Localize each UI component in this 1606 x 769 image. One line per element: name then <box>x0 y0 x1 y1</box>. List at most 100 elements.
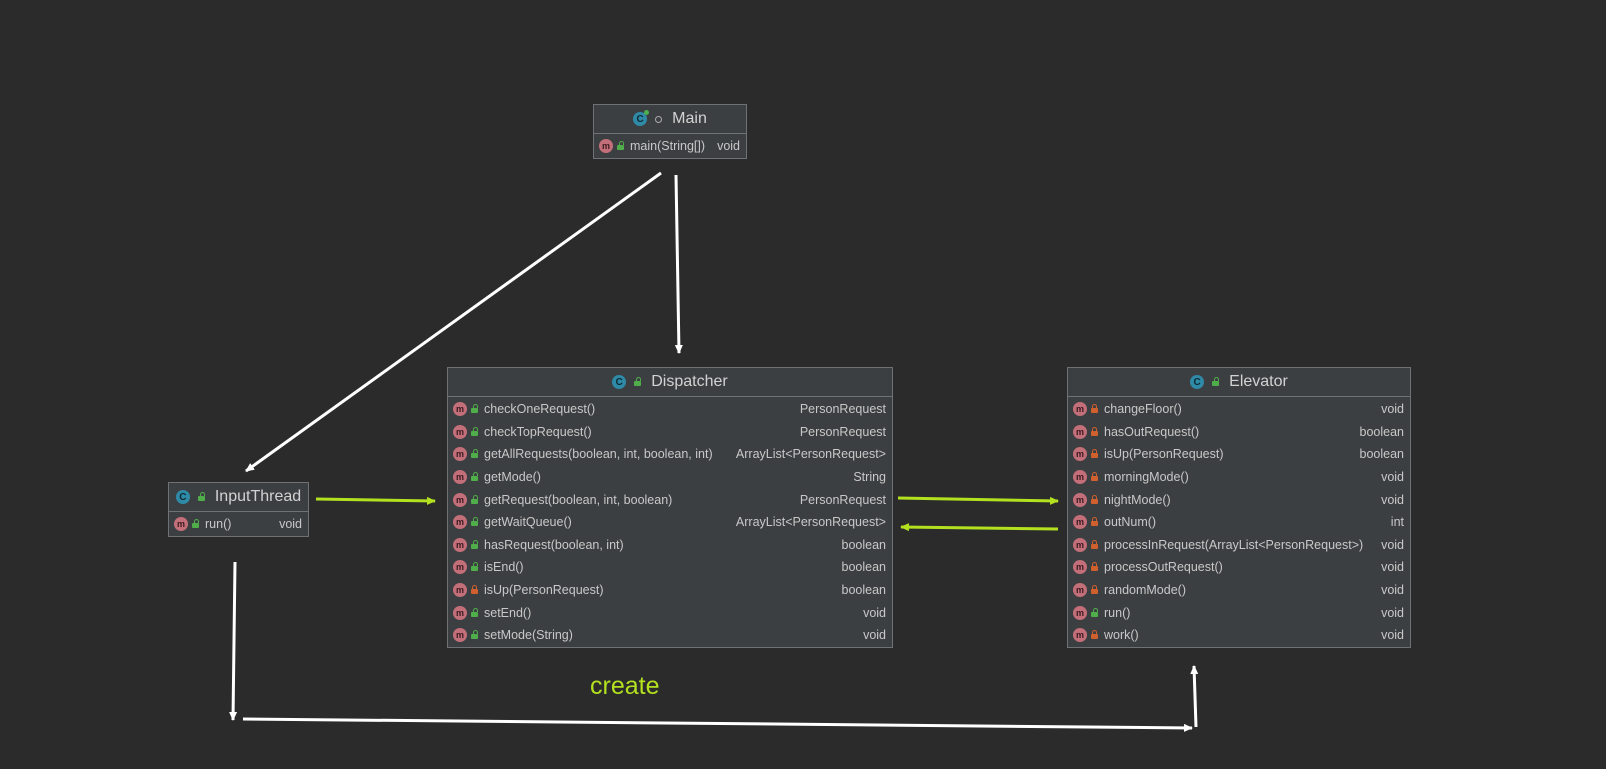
method-name: main(String[]) <box>630 139 706 154</box>
method-return-type: void <box>863 628 886 643</box>
method-return-type: int <box>1390 515 1404 530</box>
private-lock-icon <box>1091 494 1098 504</box>
method-name: hasRequest(boolean, int) <box>484 537 624 552</box>
public-lock-icon <box>471 562 478 572</box>
method-row[interactable]: m isEnd() boolean <box>448 556 892 579</box>
method-name: getRequest(boolean, int, boolean) <box>484 492 673 507</box>
private-lock-icon <box>471 585 478 595</box>
method-name: isEnd() <box>484 560 524 575</box>
method-icon: m <box>1073 424 1087 439</box>
private-lock-icon <box>1091 585 1098 595</box>
method-name: morningMode() <box>1104 470 1189 485</box>
method-icon: m <box>453 628 467 643</box>
class-icon: C <box>1190 375 1205 389</box>
method-name: outNum() <box>1104 515 1157 530</box>
class-dispatcher-header: C Dispatcher <box>448 368 892 397</box>
method-icon: m <box>453 560 467 575</box>
method-return-type: void <box>863 605 886 620</box>
arrow-elevator-to-dispatcher <box>900 523 1059 532</box>
public-lock-icon <box>1091 607 1098 617</box>
method-return-type: void <box>1381 492 1404 507</box>
private-lock-icon <box>1091 426 1098 436</box>
method-return-type: boolean <box>1359 424 1405 439</box>
public-lock-icon <box>471 494 478 504</box>
method-return-type: PersonRequest <box>799 402 886 417</box>
method-name: hasOutRequest() <box>1104 424 1200 439</box>
method-return-type: boolean <box>841 560 887 575</box>
method-icon: m <box>1073 470 1087 485</box>
method-name: processOutRequest() <box>1104 560 1223 575</box>
class-dispatcher-name: Dispatcher <box>651 373 728 390</box>
method-name: work() <box>1104 628 1139 643</box>
method-return-type: PersonRequest <box>799 424 886 439</box>
class-main-header: C Main <box>594 105 746 134</box>
create-label: create <box>590 672 660 700</box>
method-name: setEnd() <box>484 605 532 620</box>
method-icon: m <box>453 583 467 598</box>
method-return-type: void <box>279 517 302 532</box>
private-lock-icon <box>1091 517 1098 527</box>
public-lock-icon <box>471 607 478 617</box>
method-icon: m <box>453 402 467 417</box>
method-icon: m <box>1073 628 1087 643</box>
method-return-type: void <box>1381 537 1404 552</box>
method-return-type: PersonRequest <box>799 492 886 507</box>
method-name: randomMode() <box>1104 583 1186 598</box>
private-lock-icon <box>1091 449 1098 459</box>
method-row[interactable]: m hasOutRequest() boolean <box>1068 421 1410 444</box>
method-icon: m <box>174 517 188 532</box>
method-return-type: void <box>1381 402 1404 417</box>
method-return-type: boolean <box>841 583 887 598</box>
public-lock-icon <box>197 492 205 501</box>
method-name: getWaitQueue() <box>484 515 572 530</box>
public-lock-icon <box>1212 377 1220 386</box>
method-name: checkTopRequest() <box>484 424 592 439</box>
method-icon: m <box>453 424 467 439</box>
method-icon: m <box>599 139 613 154</box>
method-row[interactable]: m checkTopRequest() PersonRequest <box>448 421 892 444</box>
class-inputthread-name: InputThread <box>214 488 302 505</box>
method-name: changeFloor() <box>1104 402 1182 417</box>
private-lock-icon <box>1091 562 1098 572</box>
public-lock-icon <box>471 539 478 549</box>
class-elevator-members: m changeFloor() void m hasOutRequest() boolea… <box>1068 397 1410 647</box>
class-icon: C <box>633 110 650 126</box>
method-name: processInRequest(ArrayList<PersonRequest… <box>1104 537 1364 552</box>
public-lock-icon <box>471 404 478 414</box>
method-return-type: void <box>1381 605 1404 620</box>
method-return-type: boolean <box>1359 447 1405 462</box>
method-return-type: ArrayList<PersonRequest> <box>735 447 886 462</box>
private-lock-icon <box>1091 539 1098 549</box>
arrow-create-up <box>1190 665 1199 728</box>
class-main-name: Main <box>672 110 707 127</box>
method-icon: m <box>1073 560 1087 575</box>
